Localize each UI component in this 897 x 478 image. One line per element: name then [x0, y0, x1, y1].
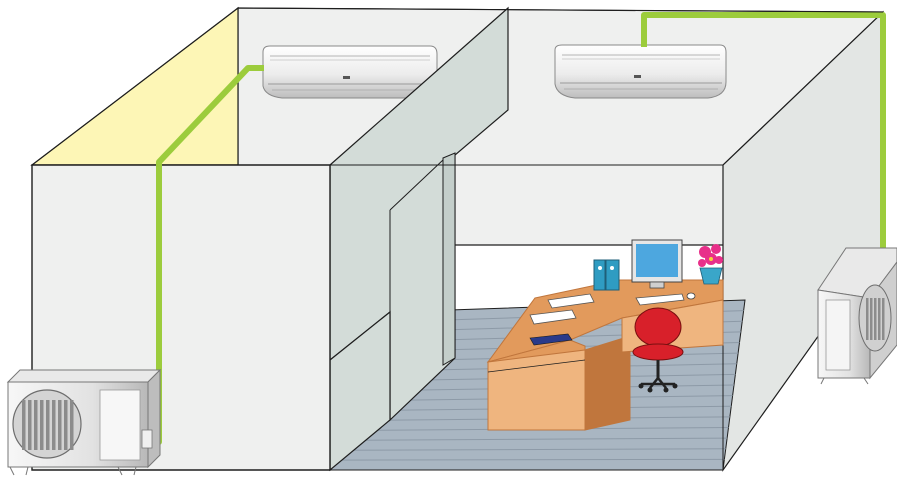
fan-grille [22, 400, 74, 450]
grille-bar [22, 400, 26, 450]
grille-bar [878, 298, 881, 340]
flower-vase [698, 244, 723, 284]
grille-bar [874, 298, 877, 340]
grille-bar [28, 400, 32, 450]
grille-bar [870, 298, 873, 340]
grille-bar [58, 400, 62, 450]
grille-bar [70, 400, 74, 450]
grille-bar [52, 400, 56, 450]
grille-bar [46, 400, 50, 450]
grille-bar [866, 298, 869, 340]
outdoor-unit-left [8, 370, 160, 475]
grille-bar [64, 400, 68, 450]
grille-bar [882, 298, 885, 340]
indoor-unit-left [263, 46, 437, 98]
binders [594, 260, 619, 290]
grille-bar [34, 400, 38, 450]
doorway-jamb [443, 153, 455, 365]
indoor-unit-right [555, 45, 726, 98]
grille-bar [40, 400, 44, 450]
